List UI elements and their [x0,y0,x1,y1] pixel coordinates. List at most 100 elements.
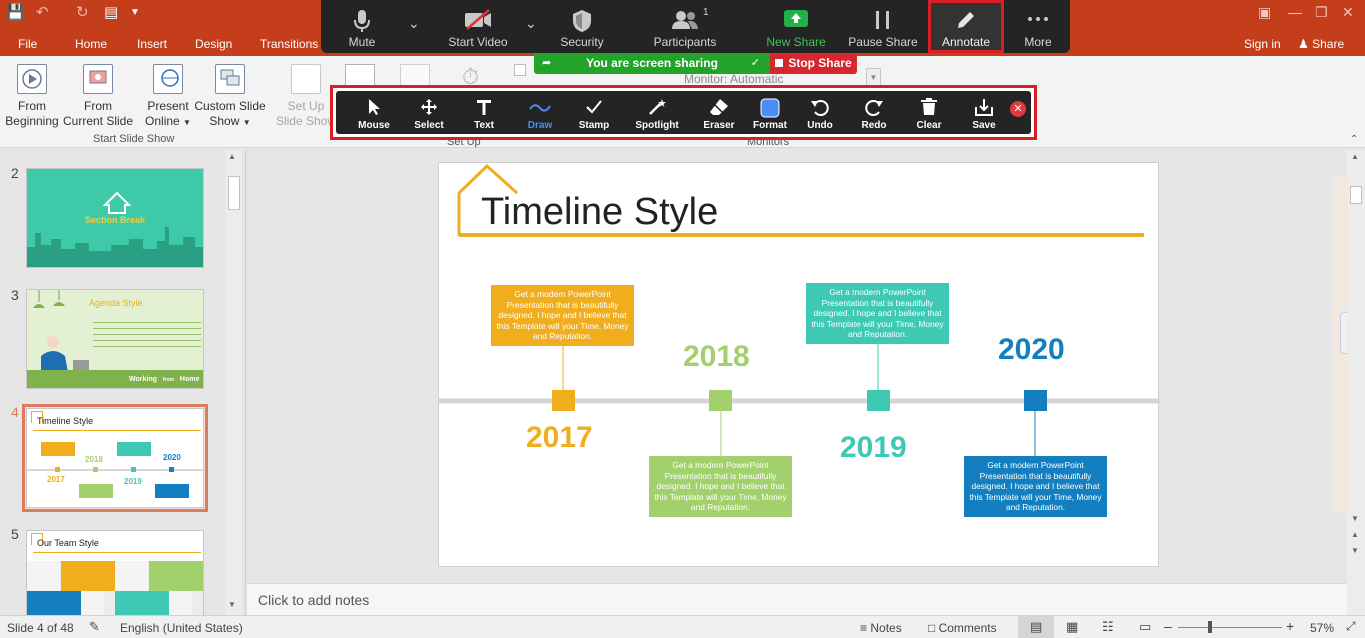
scroll-up-icon[interactable]: ▲ [1351,152,1359,161]
zoom-out-icon[interactable]: – [1164,618,1172,634]
custom-slide-show-button[interactable]: Custom Slide Show ▼ [192,64,268,130]
slide-number: 3 [11,287,19,303]
scroll-thumb[interactable] [1350,186,1362,204]
slide-thumbnail-2[interactable]: Section Break [26,168,204,268]
close-window-icon[interactable]: ✕ [1342,4,1354,20]
zoom-in-icon[interactable]: + [1286,618,1295,634]
timeline-marker-2020[interactable] [1024,390,1047,411]
new-share-button[interactable]: New Share [761,0,831,53]
language-indicator[interactable]: English (United States) [120,621,243,635]
scroll-down-icon[interactable]: ▼ [1351,514,1359,523]
normal-view-button[interactable]: ▤ [1018,616,1054,638]
minimize-icon[interactable]: — [1288,4,1302,20]
more-button[interactable]: More [1011,0,1065,53]
spelling-check-icon[interactable]: ✎ [89,619,100,634]
timeline-textbox-2019[interactable]: Get a modern PowerPoint Presentation tha… [806,283,949,344]
year-label-2020[interactable]: 2020 [998,333,1065,366]
tab-design[interactable]: Design [195,37,233,51]
monitor-select[interactable]: Automatic [730,72,784,86]
redo-icon[interactable]: ↻ [76,4,89,21]
draw-squiggle-icon [529,104,551,112]
thumbnail-title: Timeline Style [37,416,94,426]
redo-tool[interactable]: Redo [847,91,901,134]
slide-thumbnail-5[interactable]: Our Team Style [26,530,204,615]
start-show-icon[interactable]: ▤ [104,4,119,21]
slide-title[interactable]: Timeline Style [481,191,719,233]
save-tool[interactable]: Save [957,91,1011,134]
year-label-2017[interactable]: 2017 [526,421,593,454]
scroll-up-icon[interactable]: ▲ [228,152,236,161]
timer-icon[interactable]: ⏱ [462,64,480,89]
checkbox-option[interactable] [514,64,526,76]
tab-home[interactable]: Home [75,37,108,51]
person-icon: ♟ [1298,37,1309,51]
select-tool[interactable]: Select [402,91,456,134]
start-video-button[interactable]: Start Video [437,0,519,53]
previous-slide-icon[interactable]: ▲ [1351,530,1359,539]
comments-toggle[interactable]: □ Comments [928,621,997,635]
timeline-marker-2017[interactable] [552,390,575,411]
annotate-button[interactable]: Annotate [928,0,1004,53]
timeline-textbox-2018[interactable]: Get a modern PowerPoint Presentation tha… [649,456,792,517]
timeline-marker-2019[interactable] [867,390,890,411]
slide-canvas[interactable]: Timeline Style Get a modern PowerPoint P… [438,162,1160,567]
scroll-thumb[interactable] [228,176,240,210]
slide-thumbnail-4[interactable]: Timeline Style 2017 2018 2019 2020 [22,404,208,512]
timeline-textbox-2020[interactable]: Get a modern PowerPoint Presentation tha… [964,456,1107,517]
notes-toggle[interactable]: ≡ Notes [860,621,902,635]
stamp-tool[interactable]: Stamp [567,91,621,134]
tab-insert[interactable]: Insert [137,37,168,51]
close-annotation-icon[interactable]: ✕ [1010,101,1026,117]
undo-icon[interactable]: ↶ [36,4,49,21]
scroll-down-icon[interactable]: ▼ [228,600,236,609]
next-slide-icon[interactable]: ▼ [1351,546,1359,555]
share-button[interactable]: ♟ Share [1298,37,1345,51]
clear-tool[interactable]: Clear [902,91,956,134]
security-button[interactable]: Security [547,0,617,53]
collapse-ribbon-icon[interactable]: ⌃ [1350,134,1359,145]
slide-scrollbar[interactable]: ▲ ▼ ▲ ▼ [1347,150,1365,615]
year-label-2019[interactable]: 2019 [840,431,907,464]
thumbnail-scrollbar[interactable]: ▲ ▼ [226,150,242,615]
notes-pane[interactable]: Click to add notes [247,583,1347,615]
audio-options-chevron-icon[interactable]: ⌄ [408,15,420,31]
reading-view-icon[interactable]: ☷ [1102,619,1114,634]
undo-tool[interactable]: Undo [793,91,847,134]
mute-button[interactable]: Mute [333,0,391,53]
slide-sorter-icon[interactable]: ▦ [1066,619,1079,634]
custom-show-icon [215,64,245,94]
maximize-icon[interactable]: ❐ [1315,4,1328,20]
zoom-slider-thumb[interactable] [1208,621,1212,633]
video-options-chevron-icon[interactable]: ⌄ [525,15,537,31]
from-current-slide-button[interactable]: From Current Slide [62,64,134,129]
spotlight-tool[interactable]: Spotlight [627,91,687,134]
ribbon-options-icon[interactable]: ▣ [1258,4,1272,20]
save-icon[interactable]: 💾 [6,4,25,21]
eraser-tool[interactable]: Eraser [692,91,746,134]
pause-share-button[interactable]: Pause Share [847,0,919,53]
text-tool[interactable]: Text [457,91,511,134]
zoom-percentage[interactable]: 57% [1310,621,1335,635]
mouse-tool[interactable]: Mouse [347,91,401,134]
monitor-dropdown-icon[interactable]: ▼ [866,68,881,86]
year-label-2018[interactable]: 2018 [683,340,750,373]
slide-number: 4 [11,404,19,420]
tab-transitions[interactable]: Transitions [260,37,319,51]
setup-slide-show-button[interactable]: Set Up Slide Show [272,64,340,129]
format-tool[interactable]: Format [743,91,797,134]
draw-tool[interactable]: Draw [513,91,567,134]
customize-qa-icon[interactable]: ▼ [130,7,140,18]
slide-thumbnail-3[interactable]: Agenda Style Working from Home [26,289,204,389]
timeline-marker-2018[interactable] [709,390,732,411]
timeline-textbox-2017[interactable]: Get a modern PowerPoint Presentation tha… [491,285,634,346]
stop-share-button[interactable]: Stop Share [770,53,857,74]
tab-file[interactable]: File [18,37,38,51]
fit-to-window-icon[interactable]: ⤢ [1346,619,1356,633]
present-online-button[interactable]: Present Online ▼ [140,64,196,130]
participants-button[interactable]: 1 Participants [653,7,717,49]
notes-placeholder[interactable]: Click to add notes [258,592,370,608]
sign-in-link[interactable]: Sign in [1244,37,1281,51]
zoom-slider[interactable] [1178,627,1282,628]
slideshow-view-icon[interactable]: ▭ [1139,619,1152,634]
from-beginning-button[interactable]: From Beginning [4,64,60,129]
